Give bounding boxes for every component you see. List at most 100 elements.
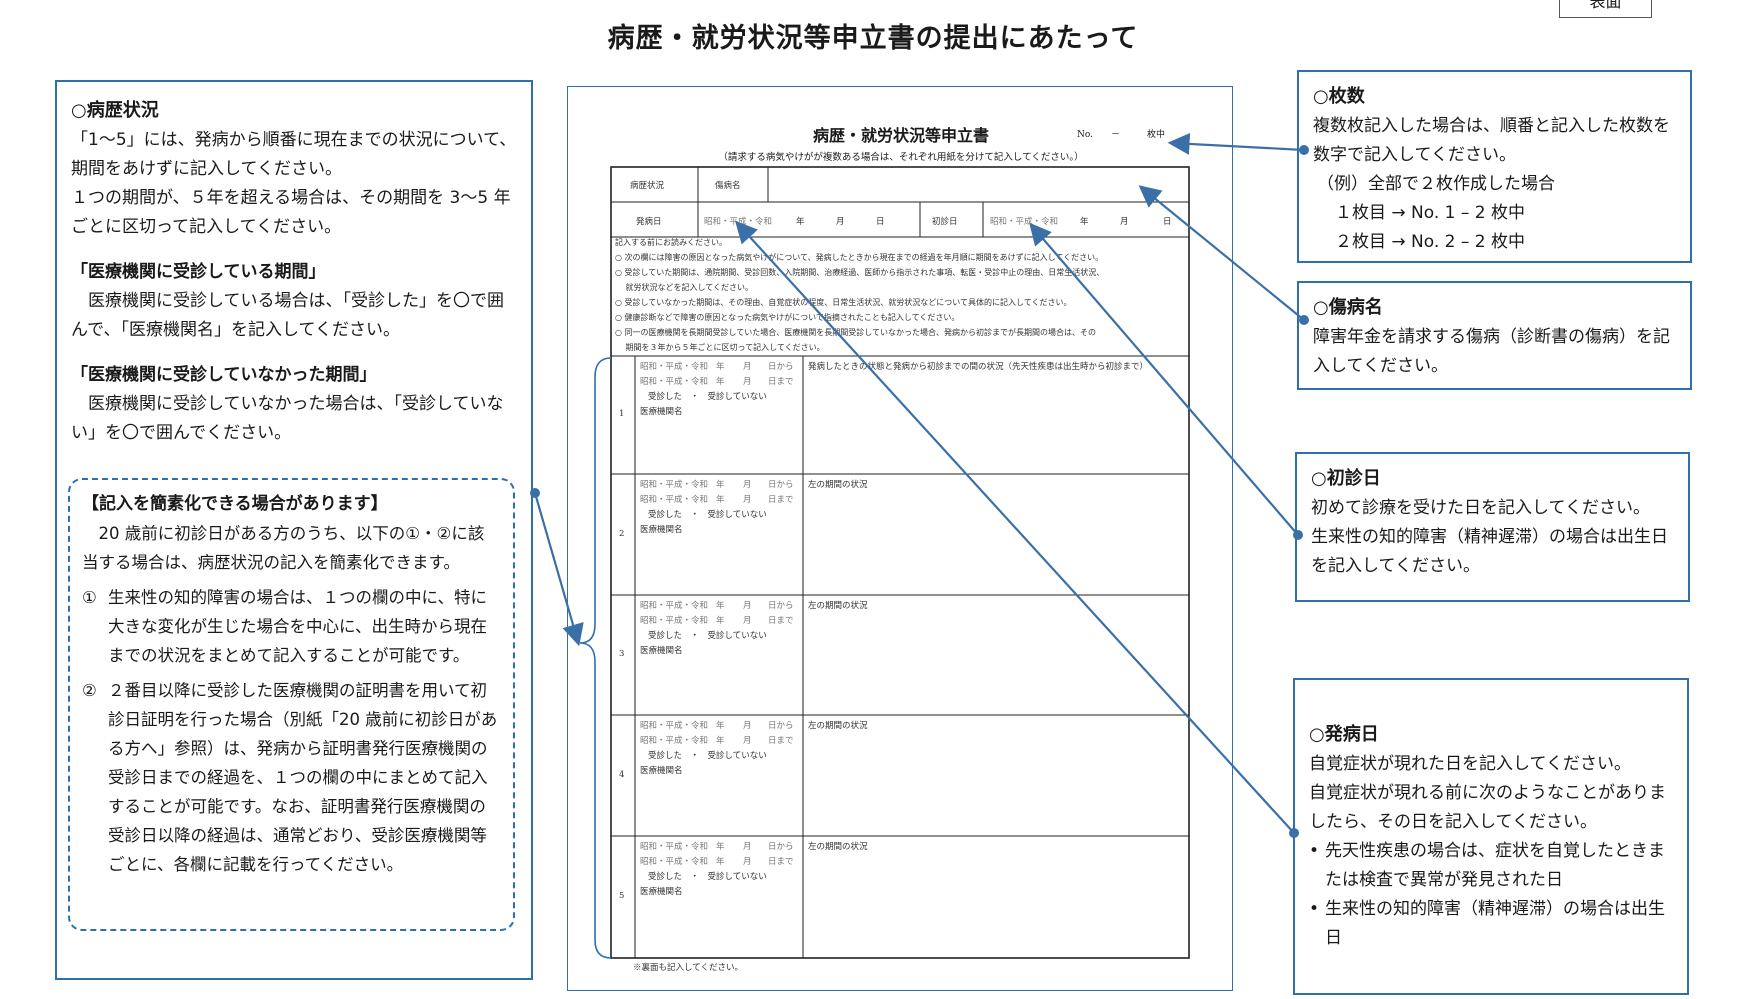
row-year-to: 年 — [716, 616, 725, 626]
row-era-from: 昭和・平成・令和 — [640, 842, 709, 852]
row-jushin-choice: 受診した ・ 受診していない — [648, 631, 767, 641]
row-era-from: 昭和・平成・令和 — [640, 480, 709, 490]
row-jushin-choice: 受診した ・ 受診していない — [648, 751, 767, 761]
row-month-from: 月 — [743, 601, 752, 611]
page-title: 病歴・就労状況等申立書の提出にあたって — [607, 23, 1139, 54]
form-note: ○ 受診していた期間は、通院期間、受診回数、入院期間、治療経過、医師から指示され… — [615, 268, 1105, 277]
row-era-to: 昭和・平成・令和 — [640, 377, 709, 387]
byoreki-heading: ○病歴状況 — [71, 100, 159, 121]
row-iryokikan-label: 医療機関名 — [640, 766, 683, 776]
row-year-to: 年 — [716, 495, 725, 505]
form-shoshinbi-year: 年 — [1080, 217, 1089, 227]
form-note: ○ 受診していなかった期間は、その理由、自覚症状の程度、日常生活状況、就労状況な… — [615, 298, 1072, 307]
row-month-to: 月 — [743, 736, 752, 746]
hatsubyo-bullet-1: • 先天性疾患の場合は、症状を自覚したときまたは検査で異常が発見された日 — [1309, 837, 1673, 895]
row-status-label: 左の期間の状況 — [808, 721, 868, 731]
shobyo-box: ○傷病名 障害年金を請求する傷病（診断書の傷病）を記入してください。 — [1297, 281, 1692, 390]
dot-shoshin — [1293, 530, 1303, 540]
hatsubyo-heading: ○発病日 — [1309, 724, 1379, 745]
row-to-label: 日まで — [768, 736, 794, 746]
hatsubyo-bullet-2: • 生来性の知的障害（精神遅滞）の場合は出生日 — [1309, 895, 1673, 953]
item-1-number: ① — [82, 588, 97, 607]
item-1-text: 生来性の知的障害の場合は、１つの欄の中に、特に大きな変化が生じた場合を中心に、出… — [108, 588, 488, 665]
dot-shobyo — [1299, 315, 1309, 325]
maisu-example-2: ２枚目 → No. 2 – 2 枚中 — [1335, 232, 1526, 252]
row-month-from: 月 — [743, 842, 752, 852]
arrow-maisu — [1167, 132, 1305, 155]
row-era-from: 昭和・平成・令和 — [640, 721, 709, 731]
jushin-text: 医療機関に受診している場合は、「受診した」を〇で囲んで、「医療機関名」を記入して… — [71, 291, 504, 340]
row-iryokikan-label: 医療機関名 — [640, 407, 683, 417]
row-from-label: 日から — [768, 480, 794, 490]
row-status-label: 左の期間の状況 — [808, 480, 868, 490]
bullet-mark: • — [1309, 899, 1320, 919]
row-era-to: 昭和・平成・令和 — [640, 495, 709, 505]
form-title: 病歴・就労状況等申立書 — [812, 126, 989, 145]
mijushin-text: 医療機関に受診していなかった場合は、「受診していない」を〇で囲んでください。 — [71, 394, 504, 443]
mijushin-heading: 「医療機関に受診していなかった期間」 — [71, 365, 377, 385]
row-jushin-choice: 受診した ・ 受診していない — [648, 392, 767, 402]
maisu-text: 複数枚記入した場合は、順番と記入した枚数を数字で記入してください。 — [1313, 116, 1670, 165]
shoshin-text-1: 初めて診療を受けた日を記入してください。 — [1311, 498, 1650, 518]
maisu-box: ○枚数 複数枚記入した場合は、順番と記入した枚数を数字で記入してください。 （例… — [1297, 70, 1692, 263]
form-shoshinbi-label: 初診日 — [932, 217, 958, 227]
row-year-from: 年 — [716, 362, 725, 372]
maisu-heading: ○枚数 — [1313, 86, 1365, 107]
row-month-to: 月 — [743, 495, 752, 505]
hatsubyo-text-1: 自覚症状が現れた日を記入してください。 — [1309, 754, 1631, 774]
form-shobyomei-label: 傷病名 — [715, 181, 741, 191]
form-note: 就労状況などを記入してください。 — [615, 283, 754, 292]
dot-maisu — [1299, 145, 1309, 155]
row-iryokikan-label: 医療機関名 — [640, 646, 683, 656]
byoreki-text-2: １つの期間が、５年を超える場合は、その期間を 3～5 年ごとに区切って記入してく… — [71, 188, 511, 237]
arrow-byoreki — [533, 492, 584, 647]
form-grid — [579, 166, 1190, 959]
dot-hatsubyo — [1289, 828, 1299, 838]
shobyo-heading: ○傷病名 — [1313, 297, 1383, 318]
hatsubyo-bullet-1-text: 先天性疾患の場合は、症状を自覚したときまたは検査で異常が発見された日 — [1325, 841, 1665, 890]
row-number: 1 — [619, 409, 625, 419]
row-year-to: 年 — [716, 857, 725, 867]
row-status-label: 発病したときの状態と発病から初診までの間の状況（先天性疾患は出生時から初診まで） — [808, 362, 1149, 372]
form-preview: 病歴・就労状況等申立書 No. － 枚中 （請求する病気やけがが複数ある場合は、… — [567, 86, 1233, 991]
shoshin-box: ○初診日 初めて診療を受けた日を記入してください。 生来性の知的障害（精神遅滞）… — [1295, 452, 1690, 602]
row-number: 4 — [619, 769, 625, 780]
simplification-item-2: ② ２番目以降に受診した医療機関の証明書を用いて初診日証明を行った場合（別紙「2… — [82, 676, 499, 879]
row-year-to: 年 — [716, 736, 725, 746]
row-era-to: 昭和・平成・令和 — [640, 616, 709, 626]
row-month-from: 月 — [743, 480, 752, 490]
form-note: ○ 次の欄には障害の原因となった病気やけがについて、発病したときから現在までの経… — [615, 253, 1104, 262]
page-side-tag: 表面 — [1559, 0, 1652, 18]
simplification-intro: 20 歳前に初診日がある方のうち、以下の①・②に該当する場合は、病歴状況の記入を… — [82, 524, 485, 572]
row-month-from: 月 — [743, 362, 752, 372]
row-year-from: 年 — [716, 601, 725, 611]
row-from-label: 日から — [768, 842, 794, 852]
form-shoshinbi-era: 昭和・平成・令和 — [990, 217, 1059, 227]
row-month-from: 月 — [743, 721, 752, 731]
form-notes: 記入する前にお読みください。 ○ 次の欄には障害の原因となった病気やけがについて… — [615, 235, 1185, 355]
dot-byoreki — [530, 488, 540, 498]
form-notes-heading: 記入する前にお読みください。 — [615, 238, 727, 247]
maisu-example: （例）全部で２枚作成した場合 — [1317, 174, 1555, 194]
row-iryokikan-label: 医療機関名 — [640, 887, 683, 897]
form-note: 期間を３年から５年ごとに区切って記入してください。 — [615, 343, 825, 352]
row-from-label: 日から — [768, 362, 794, 372]
item-2-number: ② — [82, 681, 97, 700]
form-shoshinbi-day: 日 — [1163, 217, 1172, 227]
form-footer: ※裏面も記入してください。 — [633, 963, 743, 973]
row-year-from: 年 — [716, 842, 725, 852]
row-jushin-choice: 受診した ・ 受診していない — [648, 510, 767, 520]
form-hatsubyobi-day: 日 — [876, 217, 885, 227]
hatsubyo-bullet-2-text: 生来性の知的障害（精神遅滞）の場合は出生日 — [1325, 899, 1665, 948]
bullet-mark: • — [1309, 841, 1320, 861]
row-era-from: 昭和・平成・令和 — [640, 362, 709, 372]
row-status-label: 左の期間の状況 — [808, 842, 868, 852]
row-from-label: 日から — [768, 721, 794, 731]
form-shoshinbi-month: 月 — [1120, 217, 1129, 227]
arrow-shoshin — [1029, 222, 1299, 536]
row-number: 5 — [619, 891, 625, 901]
row-number: 3 — [619, 649, 625, 659]
shobyo-text: 障害年金を請求する傷病（診断書の傷病）を記入してください。 — [1313, 327, 1670, 376]
row-jushin-choice: 受診した ・ 受診していない — [648, 872, 767, 882]
row-status-label: 左の期間の状況 — [808, 601, 868, 611]
